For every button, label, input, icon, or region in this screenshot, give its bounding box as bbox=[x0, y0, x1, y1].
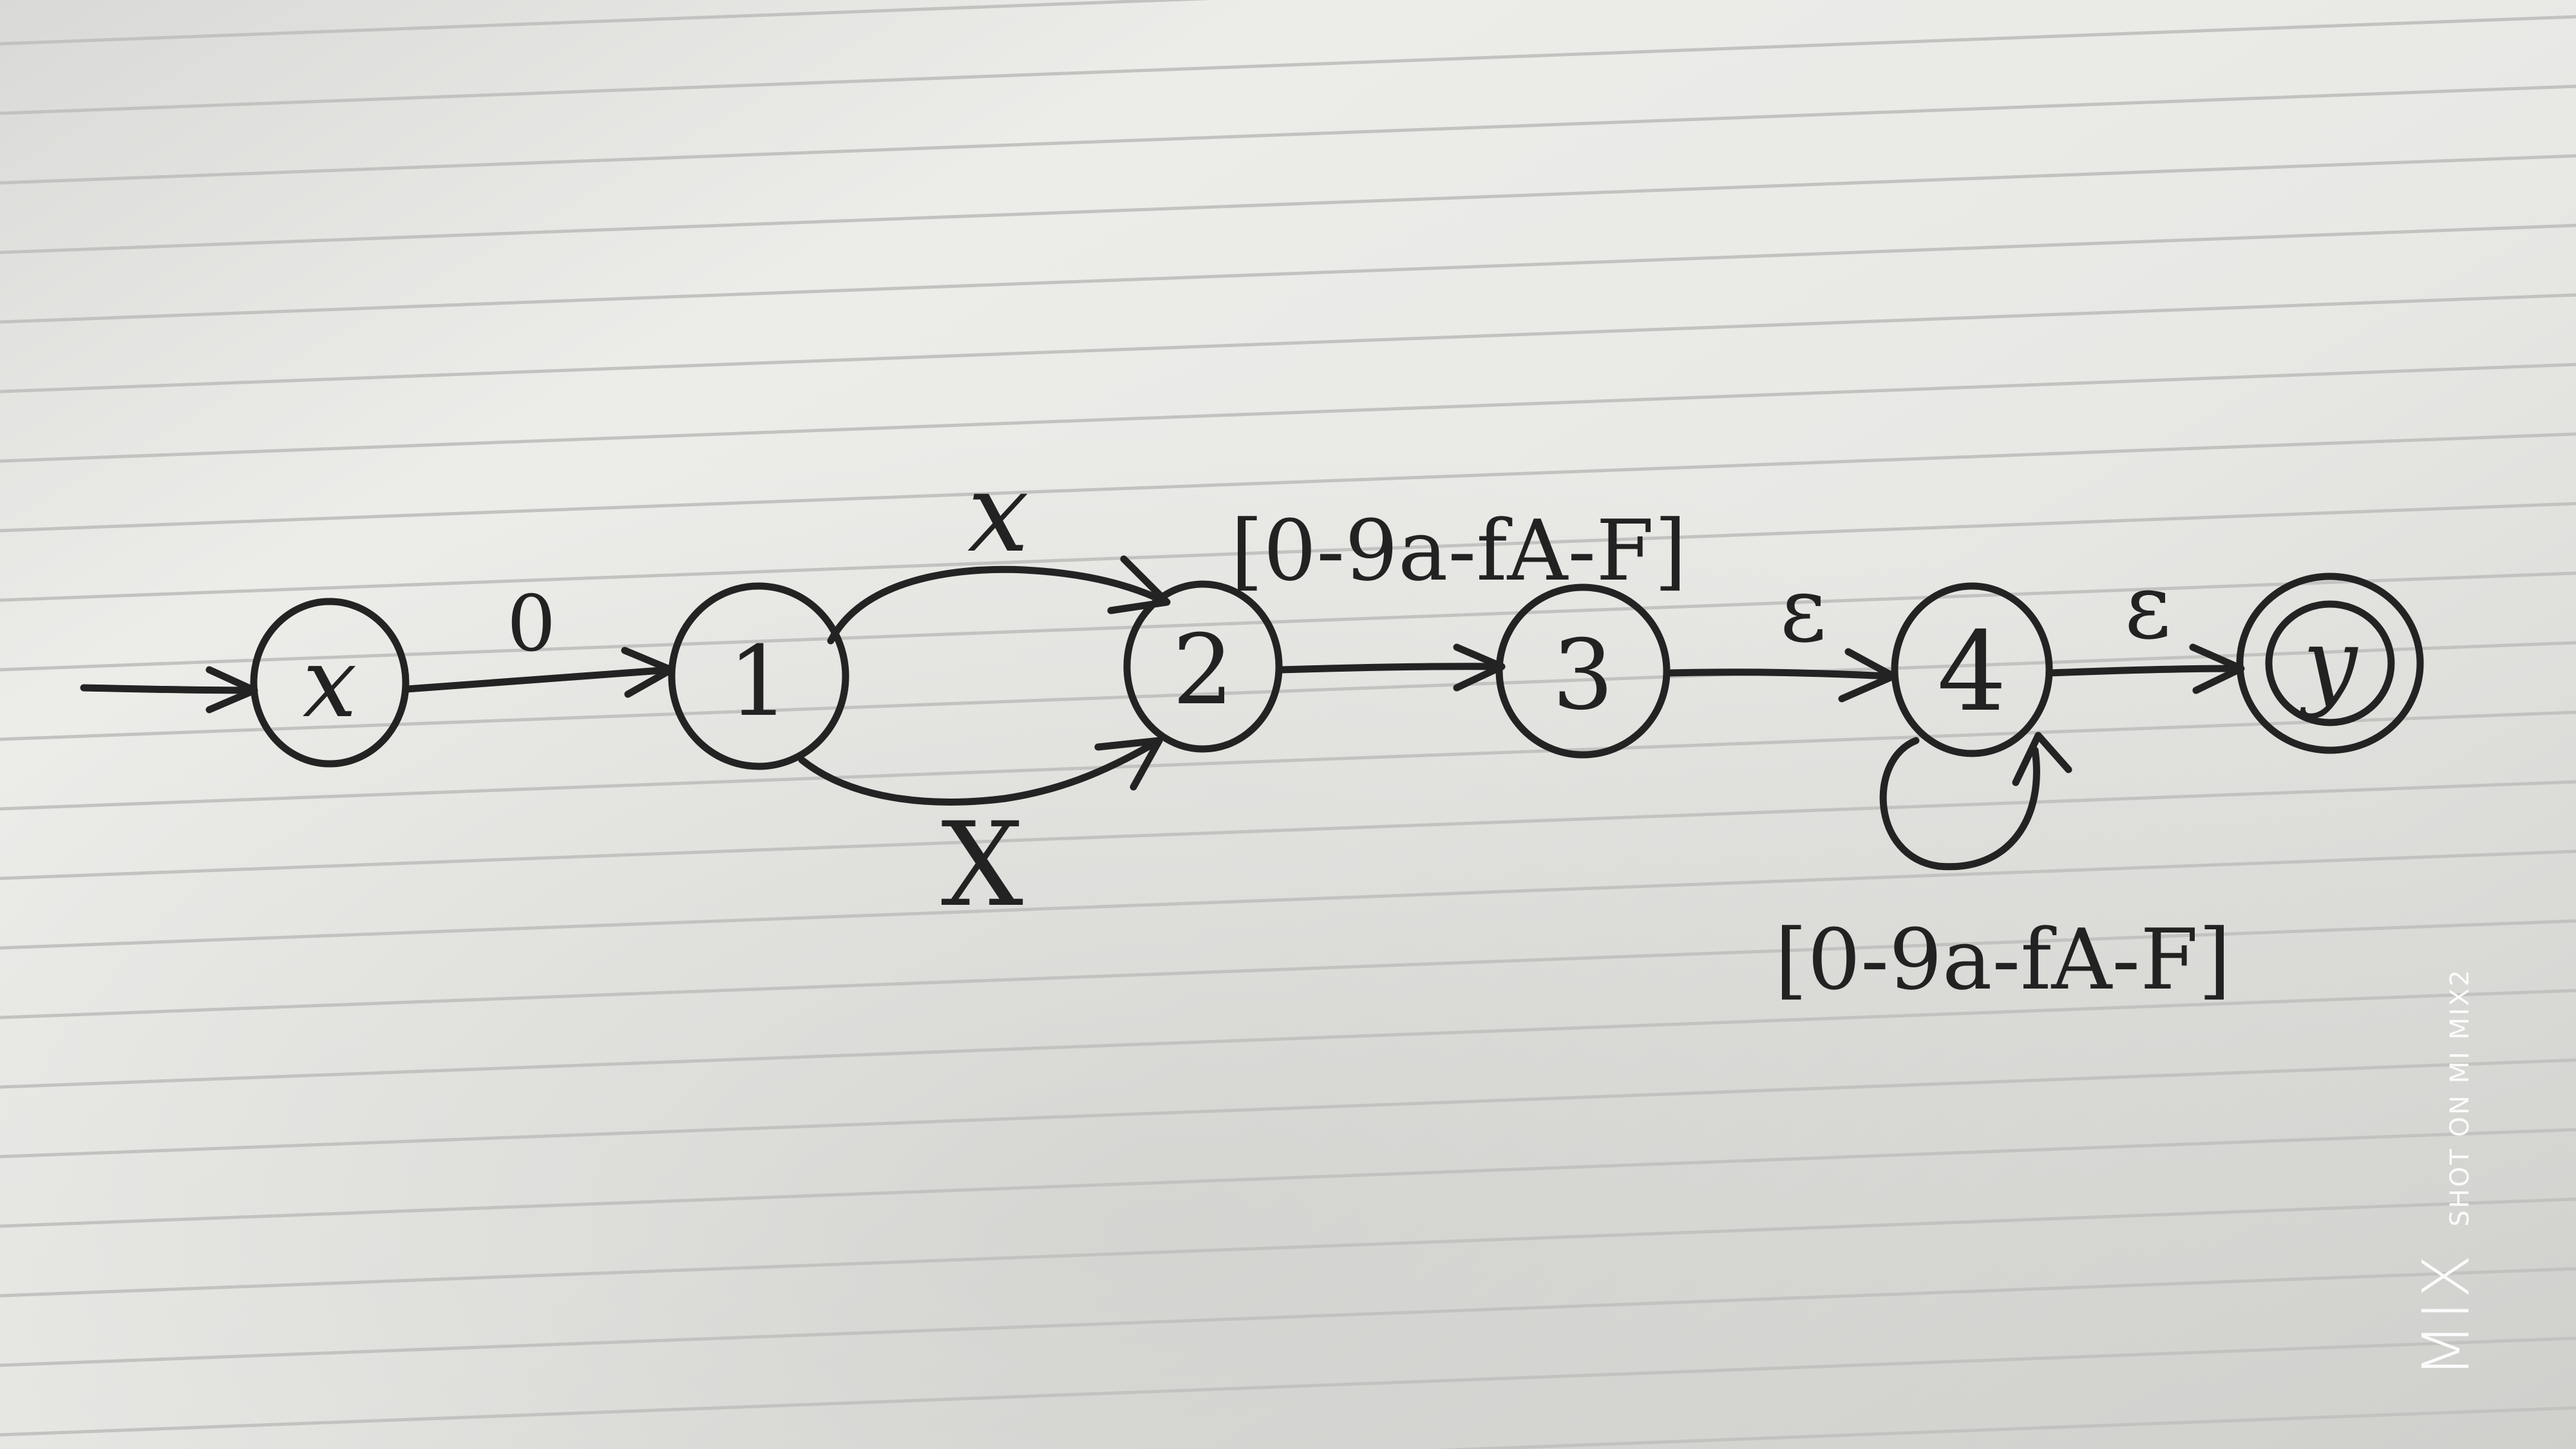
label-3-to-4: ε bbox=[1780, 558, 1827, 663]
label-x-to-1: 0 bbox=[507, 580, 556, 669]
ruled-line bbox=[0, 1058, 2576, 1159]
states: x 1 2 3 4 y bbox=[250, 573, 2424, 770]
ruled-line bbox=[0, 849, 2576, 950]
state-4-label: 4 bbox=[1937, 609, 2007, 736]
ruled-line bbox=[0, 1128, 2576, 1228]
ruled-line bbox=[0, 919, 2576, 1019]
edge-3-to-4 bbox=[1664, 668, 1894, 680]
ruled-line bbox=[0, 710, 2576, 811]
watermark-logo: MIX bbox=[2409, 1251, 2484, 1378]
ruled-line bbox=[0, 1197, 2576, 1298]
ruled-line bbox=[0, 15, 2576, 115]
state-2-label: 2 bbox=[1172, 614, 1233, 726]
ruled-line bbox=[0, 571, 2576, 672]
ruled-line bbox=[0, 1267, 2576, 1367]
ruled-line bbox=[0, 432, 2576, 533]
label-1-to-2-lower: X bbox=[941, 798, 1023, 933]
ruled-line bbox=[0, 154, 2576, 254]
edge-4-self-loop-head bbox=[2012, 732, 2072, 786]
watermark-caption: SHOT ON MI MIX2 bbox=[2445, 968, 2475, 1227]
state-3: 3 bbox=[1495, 583, 1671, 759]
edge-4-self-loop bbox=[1879, 737, 2040, 871]
label-4-to-y: ε bbox=[2125, 554, 2172, 659]
label-1-to-2-upper: x bbox=[967, 450, 1029, 577]
state-1-label: 1 bbox=[728, 626, 789, 738]
start-arrow bbox=[80, 684, 256, 694]
ruled-line bbox=[0, 780, 2576, 880]
edge-4-to-y bbox=[2045, 665, 2242, 677]
ruled-line bbox=[0, 363, 2576, 463]
ruled-line bbox=[0, 641, 2576, 741]
ruled-line bbox=[0, 502, 2576, 602]
state-2: 2 bbox=[1123, 580, 1283, 753]
ruled-line bbox=[0, 989, 2576, 1089]
ruled-line bbox=[0, 293, 2576, 393]
state-4: 4 bbox=[1891, 582, 2053, 757]
state-1: 1 bbox=[668, 582, 849, 770]
state-y-label: y bbox=[2299, 608, 2359, 720]
edge-1-to-2-lower-head bbox=[1094, 737, 1163, 791]
edge-1-to-2-lower bbox=[798, 737, 1163, 806]
edge-1-to-2-upper-head bbox=[1107, 555, 1171, 614]
state-x: x bbox=[250, 598, 410, 768]
ruled-line bbox=[0, 84, 2576, 185]
camera-watermark: MIX SHOT ON MI MIX2 bbox=[2409, 968, 2484, 1378]
ruled-line bbox=[0, 0, 1211, 46]
ruled-line bbox=[0, 223, 2576, 324]
state-y-accepting: y bbox=[2236, 573, 2424, 754]
ruled-line bbox=[0, 1336, 2576, 1437]
state-3-label: 3 bbox=[1552, 620, 1613, 732]
edge-x-to-1 bbox=[403, 666, 674, 693]
edge-labels: 0 x X [0-9a-fA-F] ε [0-9a-fA-F] ε bbox=[507, 450, 2231, 1009]
state-x-label: x bbox=[303, 627, 357, 739]
ruled-line bbox=[1434, 1406, 2576, 1449]
label-2-to-3: [0-9a-fA-F] bbox=[1231, 502, 1687, 600]
label-4-self-loop: [0-9a-fA-F] bbox=[1775, 911, 2231, 1009]
edge-2-to-3 bbox=[1278, 663, 1504, 674]
edge-1-to-2-upper bbox=[827, 565, 1170, 645]
